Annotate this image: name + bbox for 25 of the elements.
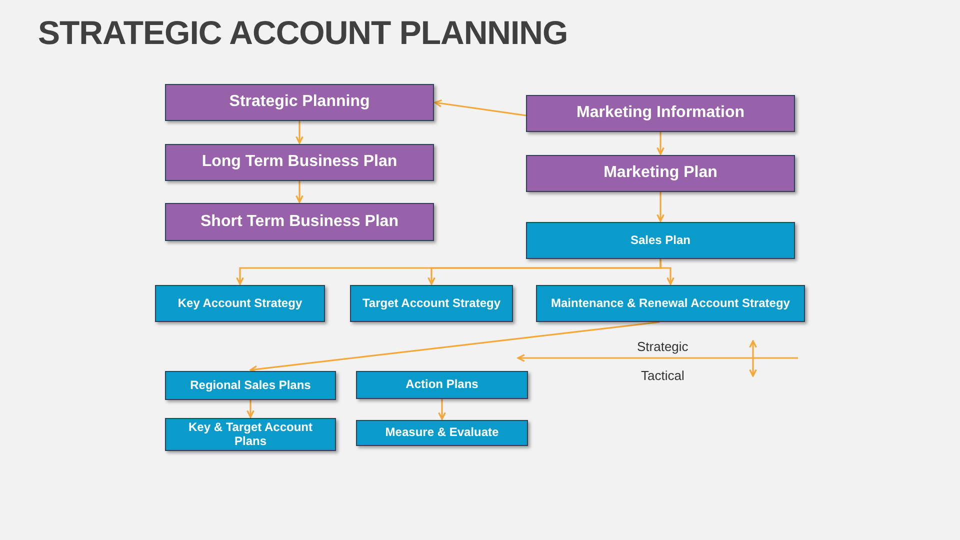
arrow	[296, 181, 304, 203]
process-box: Measure & Evaluate	[356, 420, 528, 446]
process-box: Key Account Strategy	[155, 285, 325, 322]
arrow	[434, 99, 526, 116]
process-box: Sales Plan	[526, 222, 795, 259]
process-box: Short Term Business Plan	[165, 203, 434, 241]
title: STRATEGIC ACCOUNT PLANNING	[38, 14, 568, 52]
process-box: Marketing Information	[526, 95, 795, 132]
arrow	[246, 400, 254, 418]
arrow	[438, 399, 446, 420]
arrow	[250, 321, 660, 374]
level-label: Tactical	[641, 368, 684, 383]
process-box: Target Account Strategy	[350, 285, 513, 322]
process-box: Maintenance & Renewal Account Strategy	[536, 285, 805, 322]
process-box: Key & Target Account Plans	[165, 418, 336, 451]
process-box: Long Term Business Plan	[165, 144, 434, 181]
process-box: Action Plans	[356, 371, 528, 399]
arrow	[296, 121, 304, 144]
process-box: Regional Sales Plans	[165, 371, 336, 400]
level-label: Strategic	[637, 339, 688, 354]
process-box: Strategic Planning	[165, 84, 434, 121]
arrow	[656, 192, 664, 222]
arrow	[656, 132, 664, 155]
process-box: Marketing Plan	[526, 155, 795, 192]
arrow	[660, 259, 674, 285]
